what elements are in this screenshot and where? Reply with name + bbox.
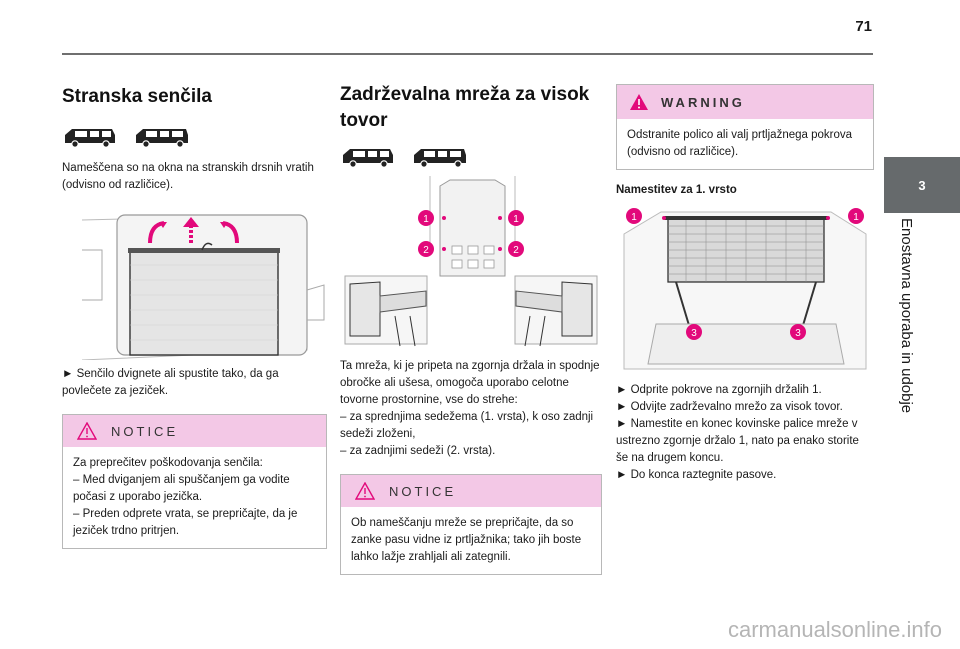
van-short-icon [65, 129, 115, 148]
notice-header: NOTICE [63, 415, 326, 447]
cargo-net-description: Ta mreža, ki je pripeta na zgornja držal… [340, 360, 600, 406]
page-number: 71 [855, 18, 872, 35]
cargo-net-option: – za sprednjima sedežema (1. vrsta), k o… [340, 411, 594, 440]
van-short-icon [343, 149, 393, 168]
installation-step: ► Namestite en konec kovinske palice mre… [616, 418, 859, 464]
figure-label-1: 1 [423, 214, 429, 225]
warning-triangle-icon [630, 94, 648, 110]
figure-label-3: 3 [691, 328, 697, 339]
watermark: carmanualsonline.info [727, 617, 942, 642]
cargo-net-illustration: 1 1 2 2 [340, 176, 602, 348]
notice-label: NOTICE [111, 423, 179, 439]
label-badges: 1 1 2 2 [418, 210, 524, 257]
side-blinds-intro: Nameščena so na okna na stranskih drsnih… [62, 162, 314, 191]
cargo-net-drawing: 1 1 2 2 [344, 176, 598, 347]
column-cargo-net: Zadrževalna mreža za visok tovor 1 1 2 [340, 60, 602, 575]
section-heading-cargo-net: Zadrževalna mreža za visok tovor [340, 84, 590, 131]
label-badges: 1 1 3 3 [626, 208, 864, 340]
chapter-title: Enostavna uporaba in udobje [898, 218, 915, 414]
installation-step: ► Odvijte zadrževalno mrežo za visok tov… [616, 401, 843, 413]
top-rule [62, 53, 873, 55]
van-long-icon [414, 149, 466, 168]
figure-label-2: 2 [423, 245, 429, 256]
notice-text: Za preprečitev poškodovanja senčila: – M… [63, 447, 326, 548]
installation-step: ► Do konca raztegnite pasove. [616, 469, 777, 481]
warning-text: Odstranite polico ali valj prtljažnega p… [627, 129, 853, 158]
installation-subheading: Namestitev za 1. vrsto [616, 184, 737, 196]
notice-box-cargo-net: NOTICE Ob nameščanju mreže se prepričajt… [340, 474, 602, 575]
side-blind-instruction: ► Senčilo dvignete ali spustite tako, da… [62, 368, 279, 397]
warning-label: WARNING [661, 94, 745, 110]
notice-header: NOTICE [341, 475, 601, 507]
column-side-blinds: Stranska senčila Nameščena so na okna na… [62, 60, 327, 549]
notice-line: Za preprečitev poškodovanja senčila: [73, 457, 263, 469]
chapter-number: 3 [918, 177, 926, 193]
vehicle-variants [62, 126, 327, 150]
figure-label-1: 1 [853, 212, 859, 223]
installation-illustration: 1 1 3 3 [616, 204, 874, 372]
chapter-tab[interactable]: 3 [884, 157, 960, 213]
figure-label-2: 2 [513, 245, 519, 256]
section-heading-side-blinds: Stranska senčila [62, 86, 212, 107]
notice-text: Ob nameščanju mreže se prepričajte, da s… [351, 517, 582, 563]
installation-drawing: 1 1 3 3 [623, 208, 867, 370]
column-installation: WARNING Odstranite polico ali valj prtlj… [616, 60, 874, 484]
side-blind-illustration [62, 210, 327, 361]
figure-label-3: 3 [795, 328, 801, 339]
warning-header: WARNING [617, 85, 873, 119]
notice-line: – Med dviganjem ali spuščanjem ga vodite… [73, 474, 290, 503]
installation-step: ► Odprite pokrove na zgornjih držalih 1. [616, 384, 822, 396]
warning-triangle-icon [355, 482, 375, 500]
notice-box-side-blind: NOTICE Za preprečitev poškodovanja senči… [62, 414, 327, 549]
side-blind-drawing [81, 214, 325, 361]
installation-steps: ► Odprite pokrove na zgornjih držalih 1.… [616, 382, 874, 484]
figure-label-1: 1 [631, 212, 637, 223]
notice-line: – Preden odprete vrata, se prepričajte, … [73, 508, 298, 537]
figure-label-1: 1 [513, 214, 519, 225]
cargo-net-option: – za zadnjimi sedeži (2. vrsta). [340, 445, 496, 457]
vehicle-variants [340, 146, 602, 170]
warning-triangle-icon [77, 422, 97, 440]
warning-box: WARNING Odstranite polico ali valj prtlj… [616, 84, 874, 170]
van-long-icon [136, 129, 188, 148]
notice-label: NOTICE [389, 483, 457, 499]
